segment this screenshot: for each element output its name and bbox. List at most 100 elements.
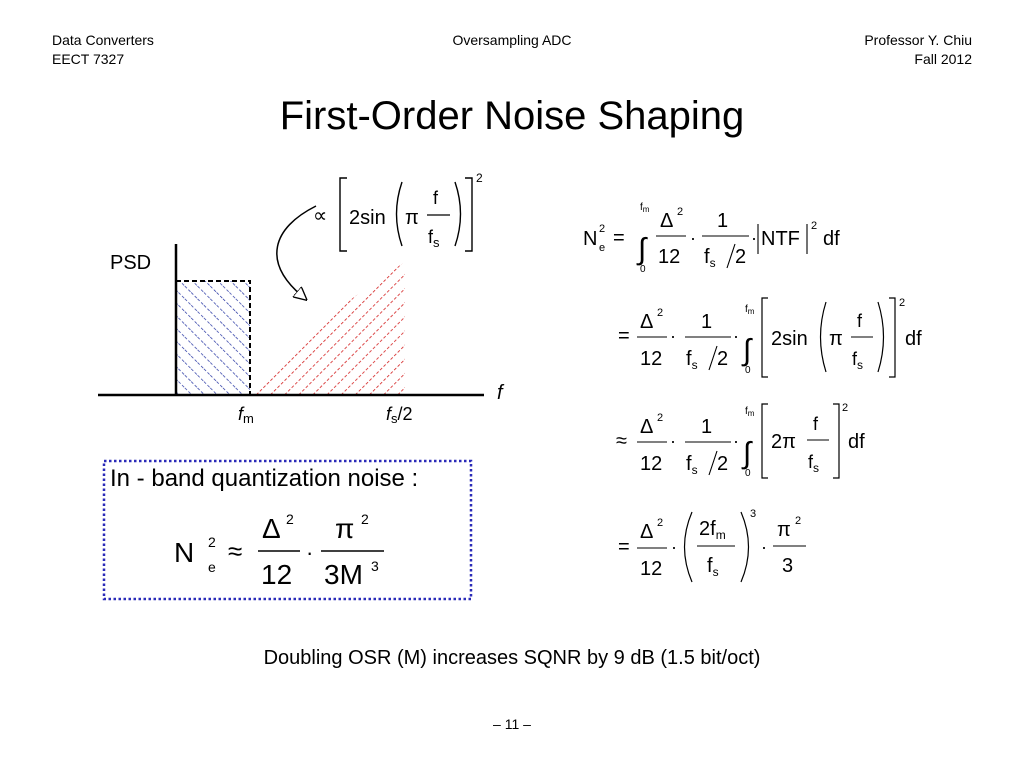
svg-text:·: · <box>671 537 677 557</box>
svg-text:Δ: Δ <box>660 210 673 232</box>
svg-text:1: 1 <box>701 416 712 438</box>
equation-2: = Δ 2 12 · 1 fs 2 · fm ∫ 0 2sin π f fs 2… <box>618 297 922 378</box>
svg-text:·: · <box>306 540 313 565</box>
header-right: Professor Y. Chiu Fall 2012 <box>864 31 972 69</box>
course-name: Data Converters <box>52 32 154 48</box>
slide-title: First-Order Noise Shaping <box>279 94 745 138</box>
instructor-name: Professor Y. Chiu <box>864 32 972 48</box>
left-bracket <box>339 177 347 252</box>
header-topic: Oversampling ADC <box>452 32 572 48</box>
svg-text:2: 2 <box>735 246 746 268</box>
svg-text:2: 2 <box>677 206 683 218</box>
svg-text:·: · <box>733 431 739 451</box>
term: Fall 2012 <box>914 51 972 67</box>
left-paren <box>395 181 403 247</box>
svg-text:fs: fs <box>686 453 698 477</box>
svg-text:2: 2 <box>599 223 605 235</box>
svg-text:0: 0 <box>745 468 751 479</box>
svg-text:2: 2 <box>811 220 817 232</box>
svg-text:∫: ∫ <box>741 437 753 470</box>
slide-caption: Doubling OSR (M) increases SQNR by 9 dB … <box>263 647 761 669</box>
svg-text:2: 2 <box>657 307 663 319</box>
sin-label: 2sin <box>349 207 386 229</box>
svg-text:12: 12 <box>658 246 680 268</box>
svg-text:π: π <box>777 519 791 541</box>
svg-text:·: · <box>761 537 767 557</box>
right-bracket <box>465 177 473 252</box>
svg-text:3: 3 <box>750 508 756 520</box>
svg-text:∫: ∫ <box>636 233 648 266</box>
curved-arrow <box>276 205 317 296</box>
svg-text:12: 12 <box>640 348 662 370</box>
svg-text:fs: fs <box>808 452 819 475</box>
svg-text:=: = <box>618 536 630 558</box>
svg-text:N: N <box>174 537 194 568</box>
svg-text:3M: 3M <box>324 559 363 590</box>
svg-text:2: 2 <box>361 511 369 527</box>
svg-text:2: 2 <box>795 515 801 527</box>
svg-text:NTF: NTF <box>761 228 800 250</box>
tick-label-fs-half: fs/2 <box>386 404 413 426</box>
svg-text:2: 2 <box>657 517 663 529</box>
svg-text:0: 0 <box>640 264 646 275</box>
inband-noise-box <box>102 459 473 601</box>
svg-text:=: = <box>613 227 625 249</box>
svg-text:fs: fs <box>852 349 863 372</box>
svg-text:f: f <box>857 311 863 331</box>
prop-symbol: ∝ <box>313 205 327 227</box>
svg-text:df: df <box>823 228 840 250</box>
svg-text:·: · <box>670 326 676 346</box>
svg-text:·: · <box>670 431 676 451</box>
svg-text:Δ: Δ <box>262 513 281 544</box>
svg-text:12: 12 <box>640 558 662 580</box>
svg-text:2: 2 <box>717 453 728 475</box>
inband-noise-region <box>176 281 250 394</box>
equation-1: N 2 e = fm ∫ 0 Δ 2 12 · 1 fs 2 · NTF 2 d… <box>583 202 840 275</box>
svg-text:2: 2 <box>717 348 728 370</box>
svg-text:2π: 2π <box>771 431 796 453</box>
svg-text:Δ: Δ <box>640 311 653 333</box>
svg-text:fs: fs <box>704 246 716 270</box>
svg-text:12: 12 <box>640 453 662 475</box>
frac-num: f <box>433 188 439 208</box>
svg-text:fm: fm <box>745 304 755 316</box>
tick-label-fm: fm <box>238 404 254 426</box>
svg-text:df: df <box>905 328 922 350</box>
svg-text:π: π <box>829 328 843 350</box>
svg-text:1: 1 <box>717 210 728 232</box>
inband-noise-formula: N 2 e ≈ Δ 2 12 · π 2 3M 3 <box>174 511 384 590</box>
svg-text:2fm: 2fm <box>699 518 726 542</box>
y-axis-label: PSD <box>110 252 151 274</box>
svg-text:2sin: 2sin <box>771 328 808 350</box>
svg-text:1: 1 <box>701 311 712 333</box>
svg-text:N: N <box>583 228 597 250</box>
svg-text:·: · <box>751 228 757 248</box>
svg-text:2: 2 <box>842 402 848 414</box>
svg-text:·: · <box>733 326 739 346</box>
svg-text:2: 2 <box>657 412 663 424</box>
svg-text:fs: fs <box>707 555 719 579</box>
shaped-noise-region <box>250 262 405 394</box>
svg-text:e: e <box>208 559 216 575</box>
page-number: – 11 – <box>493 716 531 732</box>
course-code: EECT 7327 <box>52 51 125 67</box>
svg-text:e: e <box>599 242 605 254</box>
inband-boundary-dashed <box>176 280 251 394</box>
svg-text:fs: fs <box>686 348 698 372</box>
svg-text:f: f <box>813 414 819 434</box>
svg-text:≈: ≈ <box>228 536 242 566</box>
header-left: Data Converters EECT 7327 <box>52 31 154 69</box>
svg-text:2: 2 <box>899 297 905 309</box>
svg-text:∫: ∫ <box>741 334 753 367</box>
svg-text:Δ: Δ <box>640 521 653 543</box>
pi-symbol: π <box>405 207 419 229</box>
inband-noise-label: In - band quantization noise : <box>110 465 419 492</box>
equation-3: ≈ Δ 2 12 · 1 fs 2 · fm ∫ 0 2π f fs 2 df <box>616 402 865 479</box>
svg-text:2: 2 <box>208 534 216 550</box>
ntf-expression: ∝ 2sin π f fs 2 <box>313 171 483 252</box>
svg-text:·: · <box>690 228 696 248</box>
svg-text:0: 0 <box>745 365 751 376</box>
svg-text:Δ: Δ <box>640 416 653 438</box>
power: 2 <box>476 171 483 185</box>
